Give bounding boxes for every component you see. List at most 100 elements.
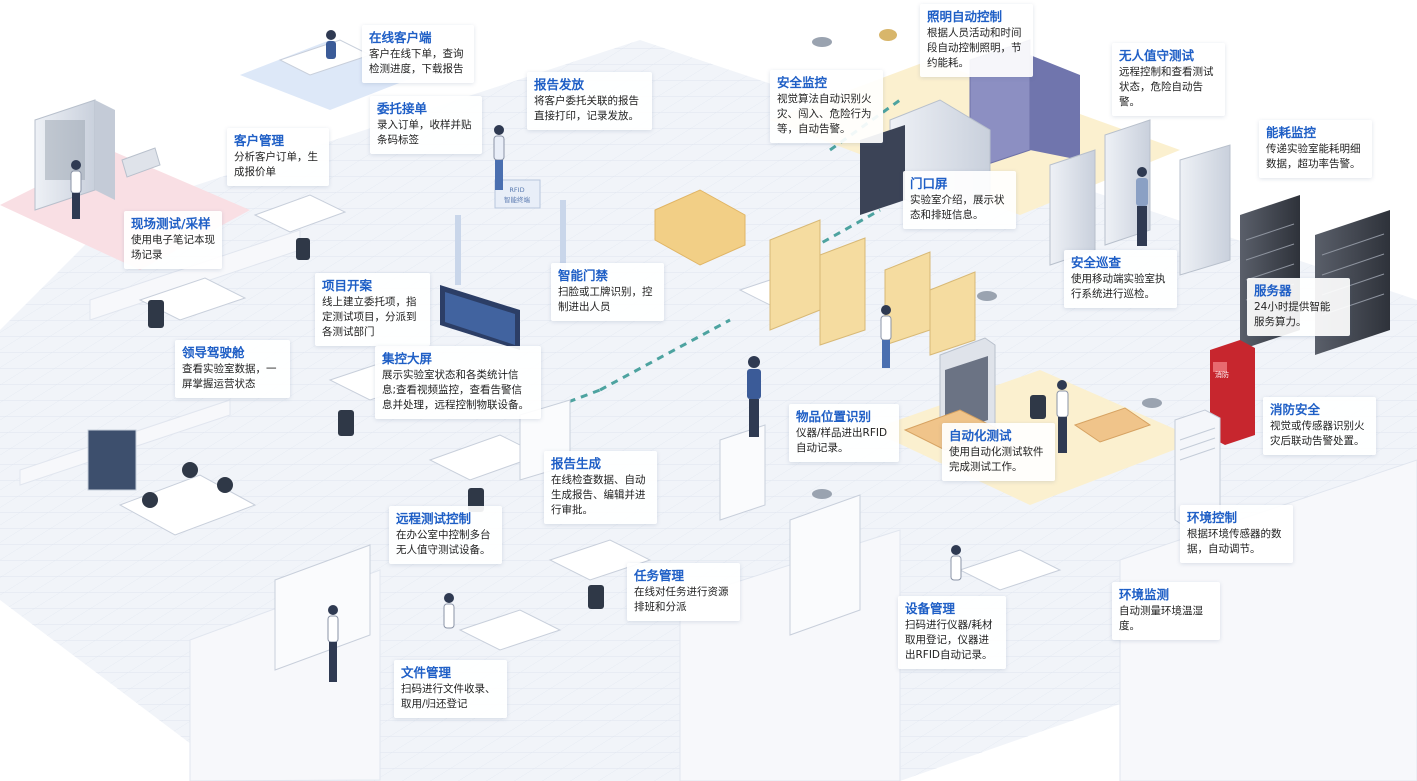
feature-desc: 展示实验室状态和各类统计信 息;查看视频监控，查看告警信 息并处理，远程控制物联… [382, 369, 529, 411]
feature-desc: 视觉或传感器识别火 灾后联动告警处置。 [1270, 420, 1365, 447]
feature-card-remote-test: 远程测试控制 在办公室中控制多台 无人值守测试设备。 [389, 506, 502, 564]
person [950, 545, 962, 581]
feature-card-lighting-control: 照明自动控制 根据人员活动和时间 段自动控制照明，节 约能耗。 [920, 4, 1033, 77]
feature-title: 在线客户端 [369, 30, 432, 45]
feature-title: 安全监控 [777, 75, 828, 90]
people [70, 30, 1148, 682]
feature-desc: 录入订单，收样并贴 条码标签 [377, 119, 472, 146]
control-big-screen [440, 285, 520, 350]
feature-desc: 传递实验室能耗明细 数据，超功率告警。 [1266, 143, 1361, 170]
feature-title: 照明自动控制 [927, 9, 1003, 24]
feature-card-safety-monitor: 安全监控 视觉算法自动识别火 灾、闯入、危险行为 等，自动告警。 [770, 70, 883, 143]
feature-desc: 客户在线下单，查询 检测进度，下载报告 [369, 48, 464, 75]
feature-title: 客户管理 [234, 133, 285, 148]
person [493, 125, 505, 190]
feature-title: 物品位置识别 [796, 409, 872, 424]
feature-card-unattended-test: 无人值守测试 远程控制和查看测试 状态，危险自动告 警。 [1112, 43, 1225, 116]
feature-card-commission: 委托接单 录入订单，收样并贴 条码标签 [370, 96, 482, 154]
feature-desc: 使用移动端实验室执 行系统进行巡检。 [1071, 273, 1166, 300]
electrical-cabinets-right [1049, 119, 1231, 276]
person [70, 160, 82, 219]
feature-card-fire-safety: 消防安全 视觉或传感器识别火 灾后联动告警处置。 [1263, 397, 1376, 455]
feature-desc: 扫脸或工牌识别，控 制进出人员 [558, 286, 653, 313]
feature-title: 消防安全 [1270, 402, 1321, 417]
feature-card-env-control: 环境控制 根据环境传感器的数 据，自动调节。 [1180, 505, 1293, 563]
feature-card-automation-test: 自动化测试 使用自动化测试软件 完成测试工作。 [942, 423, 1055, 481]
feature-card-online-client: 在线客户端 客户在线下单，查询 检测进度，下载报告 [362, 25, 474, 83]
security-cameras [812, 29, 1162, 499]
feature-title: 领导驾驶舱 [182, 345, 245, 360]
feature-desc: 分析客户订单，生 成报价单 [234, 151, 318, 178]
feature-desc: 查看实验室数据，一 屏掌握运营状态 [182, 363, 277, 390]
feature-card-report-issue: 报告发放 将客户委托关联的报告 直接打印，记录发放。 [527, 72, 652, 130]
feature-desc: 远程控制和查看测试 状态，危险自动告 警。 [1119, 66, 1214, 108]
feature-desc: 根据人员活动和时间 段自动控制照明，节 约能耗。 [927, 27, 1022, 69]
feature-title: 集控大屏 [382, 351, 433, 366]
feature-desc: 24小时提供智能 服务算力。 [1254, 301, 1331, 328]
feature-title: 无人值守测试 [1119, 48, 1195, 63]
rfid-gate-sign: RFID [509, 186, 524, 194]
feature-desc: 扫码进行仪器/耗材 取用登记，仪器进 出RFID自动记录。 [905, 619, 993, 661]
person [443, 593, 455, 629]
feature-title: 环境控制 [1187, 510, 1238, 525]
feature-desc: 线上建立委托项，指 定测试项目，分派到 各测试部门 [322, 296, 417, 338]
feature-card-door-screen: 门口屏 实验室介绍，展示状 态和排班信息。 [903, 171, 1016, 229]
feature-title: 环境监测 [1119, 587, 1170, 602]
feature-title: 安全巡查 [1071, 255, 1122, 270]
feature-card-file-mgmt: 文件管理 扫码进行文件收录、 取用/归还登记 [394, 660, 507, 718]
feature-card-leader-cockpit: 领导驾驶舱 查看实验室数据，一 屏掌握运营状态 [175, 340, 290, 398]
feature-desc: 视觉算法自动识别火 灾、闯入、危险行为 等，自动告警。 [777, 93, 872, 135]
svg-text:智能终端: 智能终端 [504, 195, 531, 204]
feature-desc: 仪器/样品进出RFID 自动记录。 [796, 427, 888, 454]
feature-desc: 实验室介绍，展示状 态和排班信息。 [910, 194, 1005, 221]
fire-cabinet: 消防 [1210, 340, 1255, 445]
feature-card-energy-monitor: 能耗监控 传递实验室能耗明细 数据，超功率告警。 [1259, 120, 1372, 178]
person [1136, 167, 1148, 246]
feature-card-safety-patrol: 安全巡查 使用移动端实验室执 行系统进行巡检。 [1064, 250, 1177, 308]
feature-title: 项目开案 [322, 278, 373, 293]
feature-card-server: 服务器 24小时提供智能 服务算力。 [1247, 278, 1350, 336]
sofa [654, 189, 746, 266]
feature-title: 能耗监控 [1266, 125, 1317, 140]
feature-card-device-mgmt: 设备管理 扫码进行仪器/耗材 取用登记，仪器进 出RFID自动记录。 [898, 596, 1006, 669]
feature-desc: 在线检查数据、自动 生成报告、编辑并进 行审批。 [551, 474, 646, 516]
feature-title: 自动化测试 [949, 428, 1012, 443]
feature-card-smart-access: 智能门禁 扫脸或工牌识别，控 制进出人员 [551, 263, 664, 321]
feature-card-project-start: 项目开案 线上建立委托项，指 定测试项目，分派到 各测试部门 [315, 273, 430, 346]
feature-title: 远程测试控制 [396, 511, 472, 526]
feature-title: 报告生成 [551, 456, 602, 471]
feature-desc: 将客户委托关联的报告 直接打印，记录发放。 [534, 95, 639, 122]
feature-title: 文件管理 [401, 665, 452, 680]
meeting-table [87, 429, 257, 536]
feature-card-customer-mgmt: 客户管理 分析客户订单，生 成报价单 [227, 128, 329, 186]
person [326, 30, 336, 59]
feature-card-env-monitor: 环境监测 自动测量环境温湿 度。 [1112, 582, 1220, 640]
bookshelves [274, 399, 861, 671]
feature-desc: 自动测量环境温湿 度。 [1119, 605, 1203, 632]
feature-title: 委托接单 [377, 101, 428, 116]
feature-title: 门口屏 [910, 176, 948, 191]
feature-title: 任务管理 [634, 568, 685, 583]
person [327, 605, 339, 682]
feature-card-report-gen: 报告生成 在线检查数据、自动 生成报告、编辑并进 行审批。 [544, 451, 657, 524]
fire-cabinet-sign: 消防 [1215, 370, 1229, 379]
feature-card-item-location: 物品位置识别 仪器/样品进出RFID 自动记录。 [789, 404, 899, 462]
feature-desc: 扫码进行文件收录、 取用/归还登记 [401, 683, 496, 710]
feature-desc: 使用电子笔记本现 场记录 [131, 234, 215, 261]
feature-title: 设备管理 [905, 601, 956, 616]
feature-title: 现场测试/采样 [131, 216, 211, 231]
feature-desc: 在线对任务进行资源 排班和分派 [634, 586, 729, 613]
feature-card-task-mgmt: 任务管理 在线对任务进行资源 排班和分派 [627, 563, 740, 621]
feature-desc: 使用自动化测试软件 完成测试工作。 [949, 446, 1044, 473]
feature-desc: 根据环境传感器的数 据，自动调节。 [1187, 528, 1282, 555]
feature-card-field-test: 现场测试/采样 使用电子笔记本现 场记录 [124, 211, 222, 269]
feature-title: 智能门禁 [558, 268, 609, 283]
feature-desc: 在办公室中控制多台 无人值守测试设备。 [396, 529, 491, 556]
feature-title: 服务器 [1254, 283, 1292, 298]
person [747, 356, 761, 437]
feature-title: 报告发放 [534, 77, 585, 92]
yellow-lockers [769, 219, 976, 356]
feature-card-control-screen: 集控大屏 展示实验室状态和各类统计信 息;查看视频监控，查看告警信 息并处理，远… [375, 346, 541, 419]
person [880, 305, 892, 368]
person [1056, 380, 1069, 453]
